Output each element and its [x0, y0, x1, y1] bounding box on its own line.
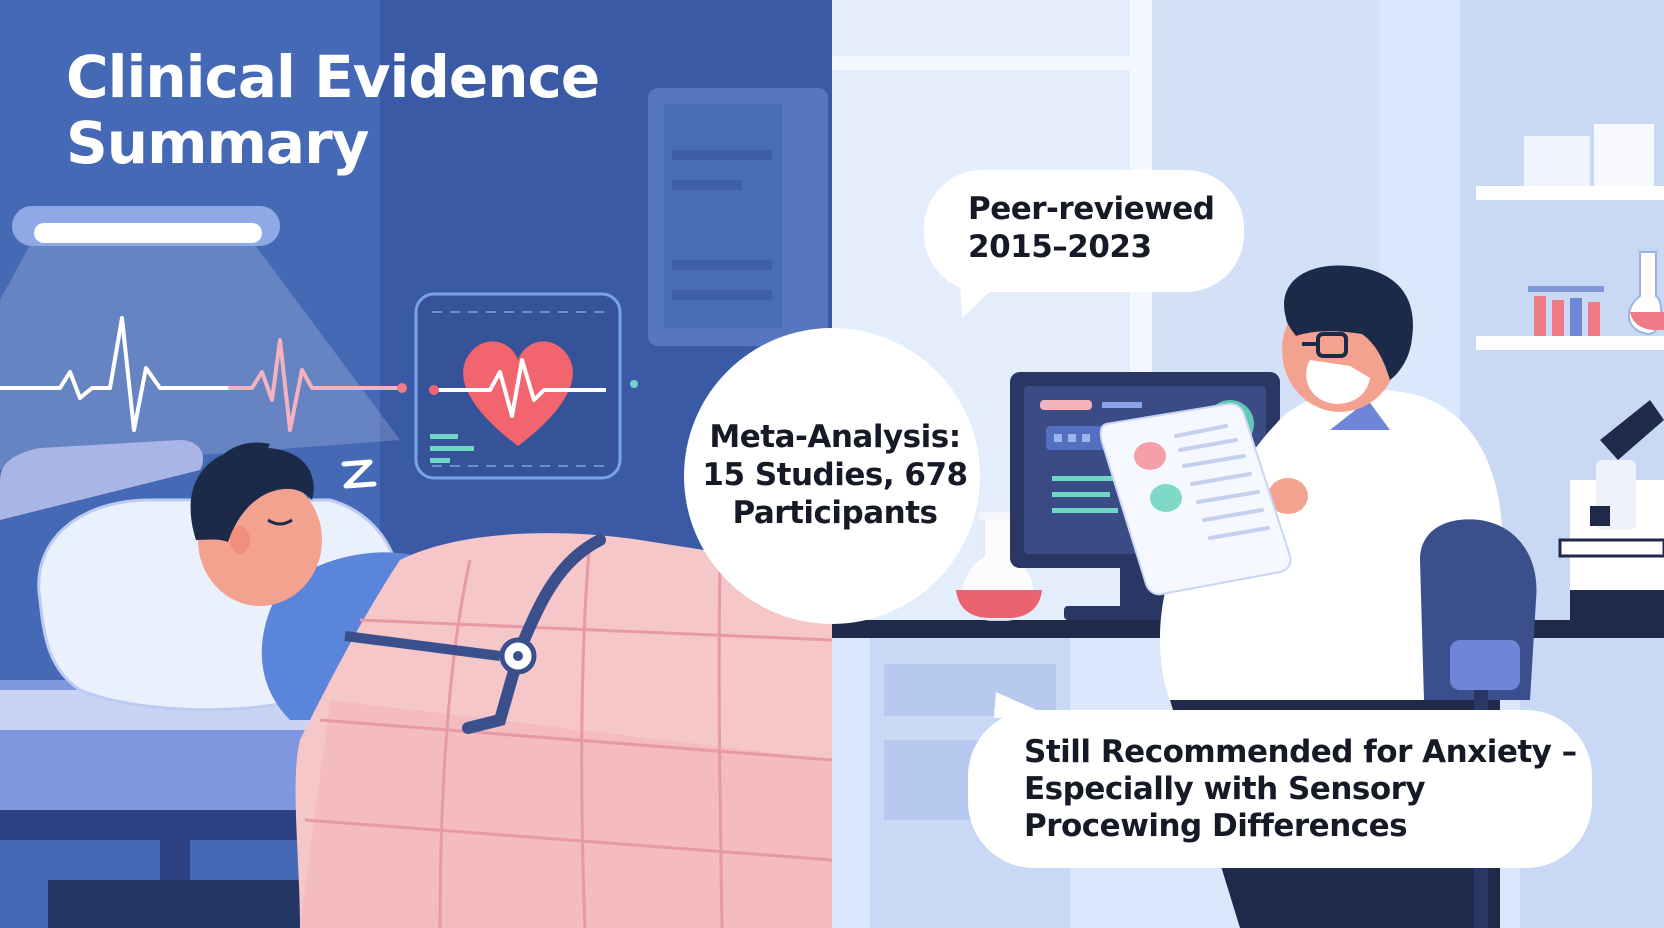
recommendation-bubble	[968, 692, 1592, 868]
flask-icon	[956, 512, 1042, 621]
peer-review-text: Peer-reviewed 2015–2023	[968, 190, 1215, 266]
weighted-blanket	[295, 533, 833, 928]
recommendation-text: Still Recommended for Anxiety – Especial…	[1024, 734, 1577, 845]
ecg-line-icon	[0, 316, 407, 432]
microscope-icon	[1558, 400, 1664, 620]
meta-analysis-text: Meta-Analysis: 15 Studies, 678 Participa…	[690, 418, 980, 532]
peer-review-line-1: Peer-reviewed	[968, 191, 1215, 227]
title-line-2: Summary	[66, 109, 369, 177]
recommendation-line-1: Still Recommended for Anxiety –	[1024, 734, 1577, 770]
meta-analysis-line-1: Meta-Analysis:	[709, 419, 961, 455]
report-document-icon	[1099, 402, 1292, 596]
meta-analysis-bubble	[684, 328, 980, 624]
page-title: Clinical Evidence Summary	[66, 43, 600, 177]
recommendation-line-2: Especially with Sensory	[1024, 771, 1426, 807]
meta-analysis-line-3: Participants	[732, 495, 939, 531]
recommendation-line-3: Procewing Differences	[1024, 808, 1408, 844]
heart-monitor-icon	[414, 292, 638, 480]
test-tubes-icon	[1528, 251, 1664, 336]
meta-analysis-line-2: 15 Studies, 678	[702, 457, 968, 493]
lab-shelves	[1476, 124, 1664, 350]
peer-review-bubble	[924, 170, 1244, 318]
peer-review-line-2: 2015–2023	[968, 229, 1152, 265]
ceiling-lamp-icon	[0, 206, 400, 470]
blanket-strap	[344, 534, 606, 734]
sleep-z-icon	[341, 459, 377, 489]
title-line-1: Clinical Evidence	[66, 43, 600, 111]
